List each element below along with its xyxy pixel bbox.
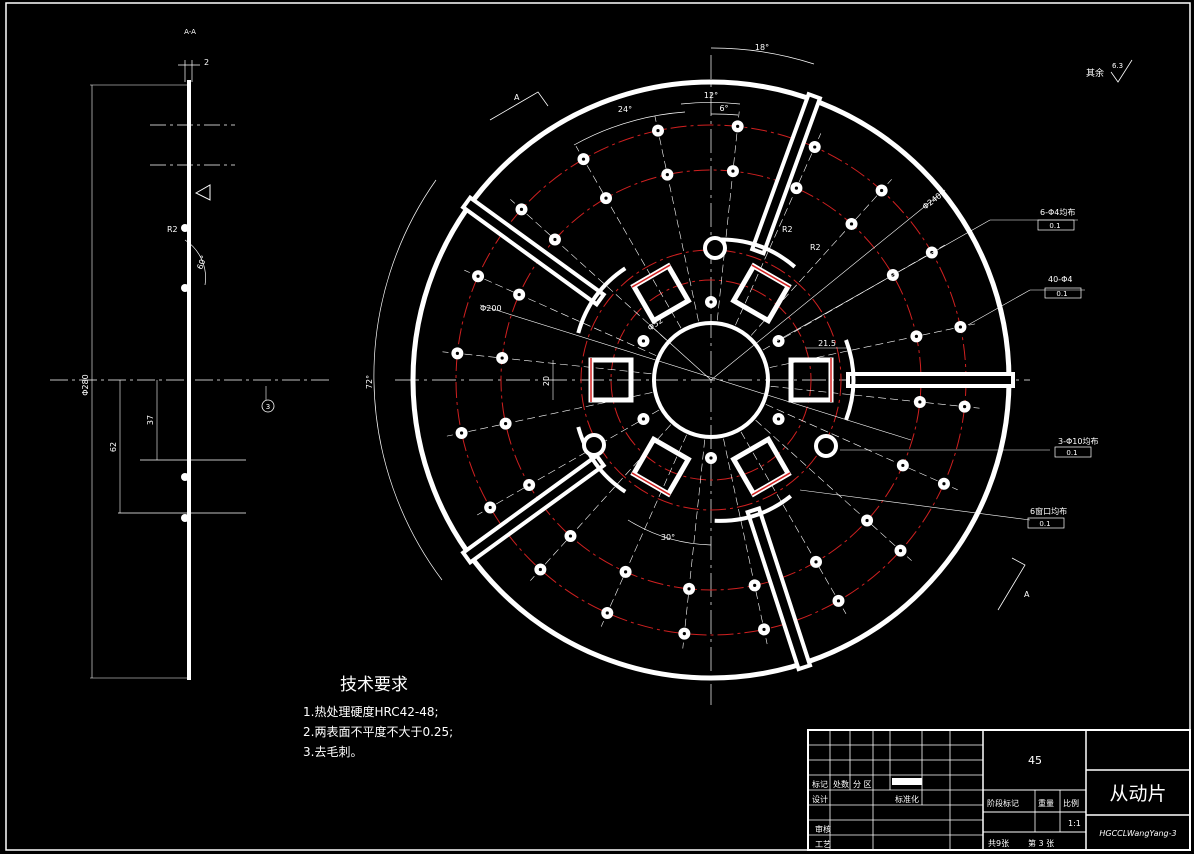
roughness-note: 其余 — [1086, 67, 1104, 79]
dim-18deg: 18° — [755, 43, 769, 52]
dim-20: 20 — [542, 376, 551, 386]
spring-window — [630, 435, 692, 498]
svg-text:比例: 比例 — [1063, 798, 1079, 808]
thickness-dim: 2 — [204, 58, 209, 67]
svg-text:6窗口均布: 6窗口均布 — [1030, 506, 1067, 516]
svg-text:标准化: 标准化 — [895, 794, 919, 804]
callout-3holes: 3-Φ10均布 0.1 — [840, 436, 1098, 458]
part-name: 从动片 — [1109, 783, 1166, 805]
spring-window — [788, 357, 834, 403]
large-hole — [814, 434, 838, 458]
tech-item: 2.两表面不平度不大于0.25; — [303, 724, 453, 739]
callout-6windows: 6窗口均布 0.1 — [799, 489, 1067, 529]
title-block-text: 45 从动片 HGCCLWangYang-3 标记 处数 分 区 设计 标准化 … — [812, 754, 1177, 849]
svg-text:阶段标记: 阶段标记 — [987, 798, 1019, 808]
callout-6holes: 6-Φ4均布 0.1 — [774, 207, 1078, 343]
section-angle-dim: 60° — [195, 254, 208, 270]
radial-slot — [460, 194, 627, 334]
section-diameter-dim: Φ280 — [81, 374, 90, 396]
title-block — [807, 729, 1191, 851]
drawing-border — [5, 2, 1191, 851]
dim-r2-a: R2 — [782, 225, 793, 234]
dim-24deg: 24° — [618, 105, 632, 114]
section-dim-62: 62 — [109, 442, 118, 452]
spring-window — [730, 262, 792, 325]
section-arrow-top: A — [514, 93, 520, 102]
section-dim-37: 37 — [146, 415, 155, 425]
roughness-symbol — [1110, 59, 1133, 83]
section-title: A-A — [184, 28, 196, 36]
radial-slot — [844, 339, 1015, 421]
dim-6deg: 6° — [719, 104, 728, 113]
dim-12deg: 12° — [704, 91, 718, 100]
spring-window — [588, 357, 634, 403]
bolt-circle-inner — [580, 249, 842, 511]
balloon — [261, 399, 275, 413]
section-radius-dim: R2 — [167, 225, 178, 234]
radial-slot — [460, 426, 627, 566]
large-hole — [582, 433, 606, 457]
hub-hole — [652, 321, 770, 439]
dim-21-5: 21.5 — [818, 339, 836, 348]
svg-text:重量: 重量 — [1038, 798, 1054, 808]
spring-window — [730, 435, 792, 498]
svg-text:工艺: 工艺 — [815, 840, 831, 849]
svg-text:0.1: 0.1 — [1039, 520, 1050, 528]
svg-text:0.1: 0.1 — [1049, 222, 1060, 230]
plan-view: 18° 12° 6° 24° 72° 30° Φ240 Φ200 Φ52 R2 … — [365, 43, 1133, 705]
svg-text:分 区: 分 区 — [853, 780, 872, 789]
section-arrow-bottom: A — [1024, 590, 1030, 599]
svg-text:0.1: 0.1 — [1066, 449, 1077, 457]
svg-text:处数: 处数 — [833, 779, 849, 789]
dim-r2-b: R2 — [810, 243, 821, 252]
tech-item: 3.去毛刺。 — [303, 745, 362, 759]
svg-text:共9张: 共9张 — [988, 839, 1009, 848]
callout-40holes: 40-Φ4 0.1 — [967, 275, 1085, 326]
material: 45 — [1028, 754, 1042, 767]
svg-text:6-Φ4均布: 6-Φ4均布 — [1040, 207, 1075, 217]
drawing-number: HGCCLWangYang-3 — [1099, 829, 1176, 838]
svg-text:6.3: 6.3 — [1112, 62, 1123, 70]
svg-text:40-Φ4: 40-Φ4 — [1048, 275, 1072, 284]
svg-text:1:1: 1:1 — [1068, 819, 1081, 828]
radial-slot — [719, 91, 823, 269]
svg-text:设计: 设计 — [812, 794, 828, 804]
large-hole — [703, 236, 727, 260]
svg-text:审核: 审核 — [815, 824, 831, 834]
dim-phi200: Φ200 — [480, 304, 502, 313]
section-view: A-A 2 R2 60° Φ280 37 62 3 — [50, 28, 330, 680]
svg-text:第 3 张: 第 3 张 — [1028, 838, 1054, 848]
spring-window — [630, 262, 692, 325]
svg-text:3-Φ10均布: 3-Φ10均布 — [1058, 436, 1098, 446]
tech-heading: 技术要求 — [340, 675, 408, 695]
svg-text:0.1: 0.1 — [1056, 290, 1067, 298]
radial-slot — [714, 494, 813, 672]
svg-text:标记: 标记 — [812, 779, 828, 789]
svg-text:3: 3 — [266, 403, 270, 411]
dim-phi240: Φ240 — [921, 191, 944, 211]
dim-72deg: 72° — [365, 375, 374, 389]
dim-30deg: 30° — [661, 533, 675, 542]
tech-item: 1.热处理硬度HRC42-48; — [303, 704, 439, 719]
window-circle — [610, 279, 812, 481]
tech-requirements: 技术要求 1.热处理硬度HRC42-48; 2.两表面不平度不大于0.25; 3… — [303, 675, 453, 759]
